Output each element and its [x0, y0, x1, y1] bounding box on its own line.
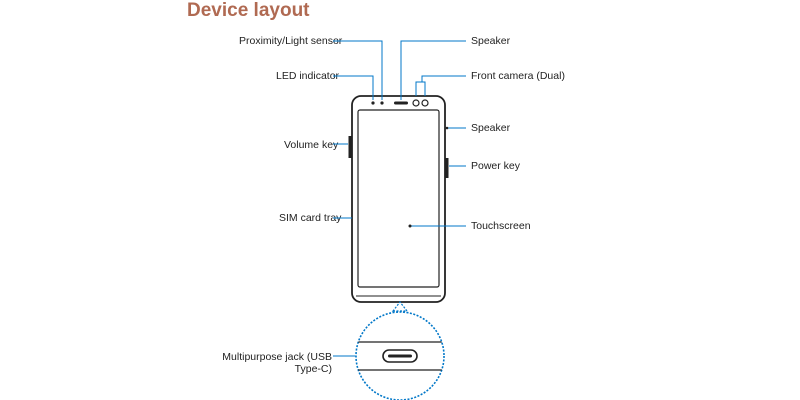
label-multipurpose-jack: Multipurpose jack (USB Type-C)	[222, 351, 332, 375]
touchscreen-pointer-dot	[408, 224, 412, 228]
label-volume-key: Volume key	[284, 139, 339, 151]
volume-key	[348, 136, 352, 158]
usb-zoom-callout	[355, 311, 445, 400]
zoom-pointer	[391, 301, 409, 312]
label-touchscreen: Touchscreen	[471, 220, 531, 232]
label-front-camera: Front camera (Dual)	[471, 70, 565, 82]
label-sim-card-tray: SIM card tray	[279, 212, 342, 224]
power-key	[445, 158, 449, 178]
label-proximity-sensor: Proximity/Light sensor	[239, 35, 343, 47]
proximity-sensor-dot	[380, 101, 384, 105]
device-body	[351, 95, 446, 303]
led-indicator-dot	[371, 101, 375, 105]
label-speaker-top: Speaker	[471, 35, 511, 47]
leader-lines	[333, 40, 466, 357]
side-speaker-dot	[445, 126, 449, 130]
front-camera-left	[412, 99, 420, 107]
top-speaker-slot	[394, 101, 408, 105]
front-camera-right	[421, 99, 429, 107]
label-speaker-side: Speaker	[471, 122, 511, 134]
page-title: Device layout	[187, 0, 310, 21]
label-power-key: Power key	[471, 160, 521, 172]
label-led-indicator: LED indicator	[276, 70, 340, 82]
